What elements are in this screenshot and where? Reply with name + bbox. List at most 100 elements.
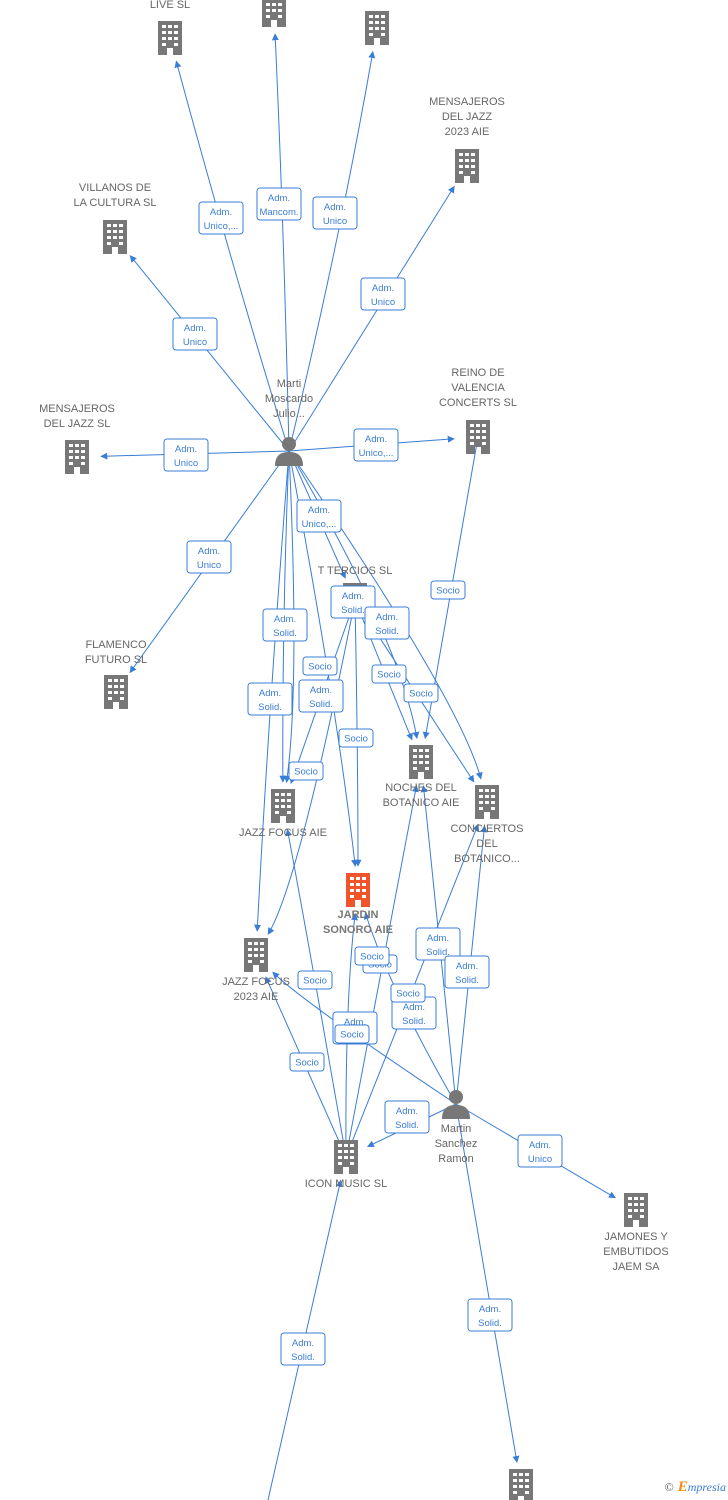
edge-label-text: Unico bbox=[197, 560, 221, 571]
node-label: VALENCIA bbox=[451, 382, 505, 394]
edge-label-marti-to-ttercios[interactable]: Adm.Unico,... bbox=[296, 499, 342, 533]
edge-martin-to-bottom bbox=[455, 1103, 520, 1464]
node-marti[interactable]: MartiMoscardoJulio... bbox=[265, 378, 313, 466]
edge-label-ttercios-to-jardin[interactable]: Socio bbox=[338, 728, 374, 748]
edge-label-text: Solid. bbox=[402, 1016, 426, 1027]
node-label: Ramon bbox=[438, 1153, 473, 1165]
node-label: DEL JAZZ bbox=[442, 111, 493, 123]
edge-label-martin-to-noches[interactable]: Adm.Solid. bbox=[444, 955, 490, 989]
node-label: SONORO AIE bbox=[323, 924, 393, 936]
building-icon bbox=[346, 873, 370, 907]
edge-label-martin-to-jazzfocus2023[interactable]: Socio bbox=[390, 983, 426, 1003]
node-label: VILLANOS DE bbox=[79, 182, 151, 194]
edge-marti-to-mens2023 bbox=[288, 185, 455, 452]
node-bottom[interactable] bbox=[509, 1469, 533, 1500]
edge-label-text: Socio bbox=[303, 976, 327, 987]
node-mens2023[interactable]: MENSAJEROS DEL JAZZ 2023 AIE bbox=[429, 96, 505, 183]
node-top3[interactable]: ... bbox=[365, 0, 389, 45]
edge-label-marti-to-conciertos[interactable]: Socio bbox=[302, 656, 338, 676]
edge-label-text: Solid. bbox=[478, 1318, 502, 1329]
edge-label-text: Adm. bbox=[365, 434, 387, 445]
edge-label-text: Adm. bbox=[268, 193, 290, 204]
edge-label-text: Adm. bbox=[184, 323, 206, 334]
edge-label-text: Unico bbox=[174, 458, 198, 469]
edge-label-text: Unico bbox=[183, 337, 207, 348]
edge-label-martin-to-bottom[interactable]: Adm. Solid. bbox=[467, 1298, 513, 1332]
building-icon bbox=[334, 1140, 358, 1174]
edge-label-martin-to-jamones[interactable]: Adm.Unico bbox=[517, 1134, 563, 1168]
edge-label-icon-to-noches[interactable]: Socio bbox=[354, 946, 390, 966]
brand-footer[interactable]: ©Empresia bbox=[665, 1479, 726, 1496]
edge-label-text: Solid. bbox=[291, 1352, 315, 1363]
edge-label-marti-to-jazzfocus[interactable]: Adm.Solid. bbox=[262, 608, 308, 642]
node-label: Julio... bbox=[273, 408, 305, 420]
node-label: MENSAJEROS bbox=[429, 96, 505, 108]
edge-label-marti-to-noches[interactable]: Adm.Solid. bbox=[364, 606, 410, 640]
node-label: EMBUTIDOS bbox=[603, 1246, 668, 1258]
edge-label-marti-to-top2[interactable]: Adm.Mancom. bbox=[256, 187, 302, 221]
brand-logo-initial: E bbox=[677, 1479, 688, 1495]
edge-marti-to-top2 bbox=[271, 33, 290, 452]
node-ttercios[interactable]: T TERCIOS SL bbox=[318, 565, 393, 617]
copyright-symbol: © bbox=[664, 1480, 674, 1494]
edge-label-marti-to-mensjazz[interactable]: Adm.Unico bbox=[163, 438, 209, 472]
edge-label-reino-to-noches[interactable]: Socio bbox=[430, 580, 466, 600]
node-label: MENSAJEROS bbox=[39, 403, 115, 415]
node-label: LIVE SL bbox=[150, 0, 190, 11]
node-live[interactable]: LIVE SL bbox=[150, 0, 190, 55]
node-top2[interactable] bbox=[262, 0, 286, 27]
edge-label-text: Adm. bbox=[529, 1140, 551, 1151]
edge-label-marti-to-live[interactable]: Adm.Unico,... bbox=[198, 201, 244, 235]
building-icon bbox=[103, 220, 127, 254]
edge-label-ttercios-to-jazzfocus2023[interactable]: Socio bbox=[297, 970, 333, 990]
edge-label-martin-to-icon[interactable]: Adm.Solid. bbox=[384, 1100, 430, 1134]
edge-label-offpage-to-icon[interactable]: Adm.Solid. bbox=[280, 1332, 326, 1366]
nodes-layer: LIVE SL... MENSAJEROS DEL JAZZ 2023 AIE VILL… bbox=[39, 0, 669, 1500]
edge-label-marti-to-jazzfocus2023[interactable]: Adm.Solid. bbox=[247, 682, 293, 716]
edge-label-ttercios-to-conciertos[interactable]: Socio bbox=[403, 683, 439, 703]
edge-label-text: Adm. bbox=[198, 546, 220, 557]
edge-marti-to-top3 bbox=[288, 50, 376, 452]
node-label: JAMONES Y bbox=[604, 1231, 668, 1243]
edge-label-icon-to-conciertos[interactable]: Socio bbox=[334, 1024, 370, 1044]
edge-label-text: Solid. bbox=[455, 975, 479, 986]
edge-label-ttercios-to-jazzfocus[interactable]: Socio bbox=[288, 761, 324, 781]
edge-marti-to-live bbox=[174, 60, 290, 452]
edge-label-text: Adm. bbox=[479, 1304, 501, 1315]
node-icon[interactable]: ICON MUSIC SL bbox=[305, 1140, 388, 1190]
edge-label-text: Socio bbox=[344, 734, 368, 745]
brand-name: mpresia bbox=[687, 1480, 726, 1494]
edge-label-marti-to-jazzfocus[interactable]: Adm.Solid. bbox=[298, 679, 344, 713]
edge-label-text: Adm. bbox=[324, 202, 346, 213]
edge-label-text: Socio bbox=[377, 670, 401, 681]
building-icon bbox=[624, 1193, 648, 1227]
building-icon bbox=[271, 789, 295, 823]
edge-label-marti-to-reino[interactable]: Adm.Unico,... bbox=[353, 428, 399, 462]
node-conciertos[interactable]: CONCIERTOSDELBOTANICO... bbox=[451, 785, 524, 865]
edge-label-icon-to-jazzfocus2023[interactable]: Socio bbox=[289, 1052, 325, 1072]
edge-label-text: Adm. bbox=[259, 688, 281, 699]
node-label: Martin bbox=[441, 1123, 472, 1135]
edge-label-text: Socio bbox=[340, 1030, 364, 1041]
edge-label-marti-to-top3[interactable]: Adm.Unico bbox=[312, 196, 358, 230]
edge-label-marti-to-flamenco[interactable]: Adm. Unico bbox=[186, 540, 232, 574]
edge-label-ttercios-to-noches[interactable]: Socio bbox=[371, 664, 407, 684]
edge-label-marti-to-mens2023[interactable]: Adm.Unico bbox=[360, 277, 406, 311]
edge-label-text: Unico,... bbox=[302, 519, 337, 530]
edge-label-martin-to-conciertos[interactable]: Adm.Solid. bbox=[415, 927, 461, 961]
node-jazzfocus[interactable]: JAZZ FOCUS AIE bbox=[239, 789, 327, 839]
edge-label-text: Adm. bbox=[342, 591, 364, 602]
edge-label-text: Socio bbox=[396, 989, 420, 1000]
node-label: 2023 AIE bbox=[445, 126, 490, 138]
edge-label-marti-to-jardin[interactable]: Adm.Solid. bbox=[330, 585, 376, 619]
edge-label-marti-to-villanos[interactable]: Adm. Unico bbox=[172, 317, 218, 351]
